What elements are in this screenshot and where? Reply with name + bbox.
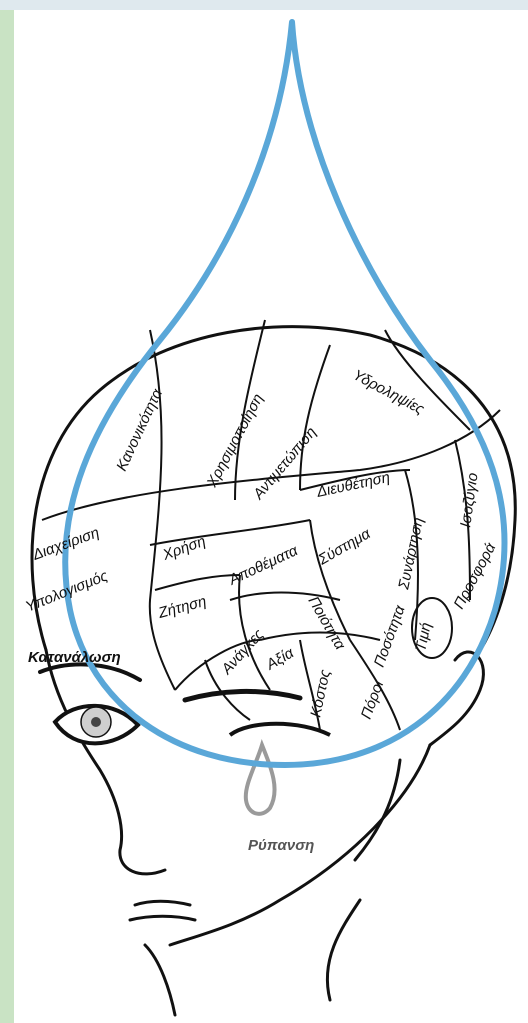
label-katanalosi: Κατανάλωση xyxy=(28,649,121,666)
label-rypansi: Ρύπανση xyxy=(248,837,314,854)
top-edge-texture xyxy=(0,0,528,10)
left-edge-texture xyxy=(0,0,14,1023)
